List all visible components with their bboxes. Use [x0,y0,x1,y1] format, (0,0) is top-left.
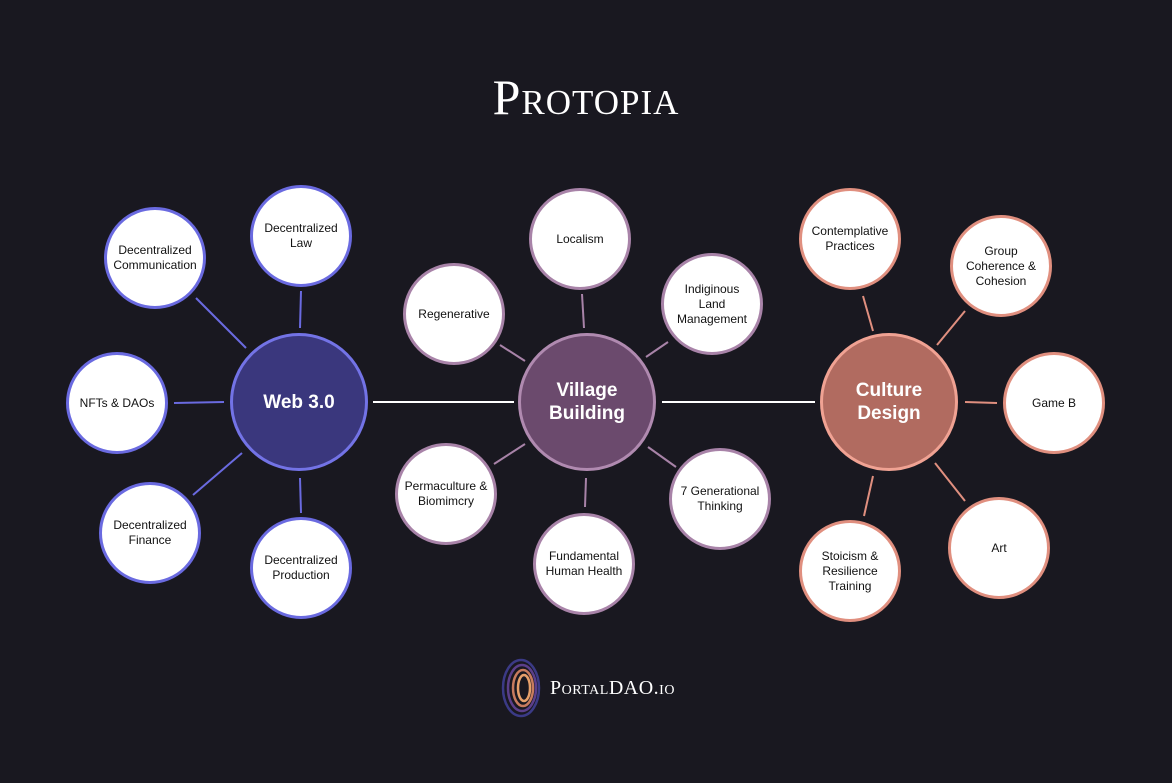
contemplative-practices-label: Contemplative Practices [811,224,889,253]
decentralized-finance-label: Decentralized Finance [113,518,187,547]
web3-hub: Web 3.0 [230,333,368,471]
stoicism-resilience-node: Stoicism & Resilience Training [799,520,901,622]
connector-culture-stoicism [863,475,874,517]
connector-web-nfts [173,401,225,404]
art-node: Art [948,497,1050,599]
connector-culture-coherence [936,310,966,346]
localism-node: Localism [529,188,631,290]
connector-village-health [584,477,587,508]
nfts-daos-label: NFTs & DAOs [79,395,155,410]
group-coherence-node: Group Coherence & Cohesion [950,215,1052,317]
decentralized-law-node: Decentralized Law [250,185,352,287]
decentralized-communication-label: Decentralized Communication [113,243,197,272]
permaculture-biomimicry-label: Permaculture & Biomimcry [404,479,488,508]
connector-village-regenerative [499,344,526,362]
generational-thinking-node: 7 Generational Thinking [669,448,771,550]
connector-village-generational [647,446,677,468]
connector-culture-art [934,462,966,502]
regenerative-node: Regenerative [403,263,505,365]
brand-name: PortalDAO.io [550,676,675,699]
fundamental-human-health-node: Fundamental Human Health [533,513,635,615]
decentralized-production-node: Decentralized Production [250,517,352,619]
culture-design-hub: Culture Design [820,333,958,471]
connector-culture-gameb [964,401,998,404]
connector-web-law [299,290,302,329]
connector-web-communication [195,297,247,349]
connector-web-finance [192,452,243,496]
decentralized-finance-node: Decentralized Finance [99,482,201,584]
web3-hub-label: Web 3.0 [263,391,335,413]
game-b-node: Game B [1003,352,1105,454]
decentralized-production-label: Decentralized Production [264,553,338,582]
localism-label: Localism [556,231,604,246]
connector-culture-contemplative [862,295,874,332]
connector-web-production [299,477,302,514]
footer-brand: PortalDAO.io [500,658,675,718]
fundamental-human-health-label: Fundamental Human Health [545,549,623,578]
connector-village-permaculture [493,443,526,465]
generational-thinking-label: 7 Generational Thinking [680,484,760,513]
decentralized-communication-node: Decentralized Communication [104,207,206,309]
stoicism-resilience-label: Stoicism & Resilience Training [821,548,879,593]
village-building-hub: Village Building [518,333,656,471]
nfts-daos-node: NFTs & DAOs [66,352,168,454]
permaculture-biomimicry-node: Permaculture & Biomimcry [395,443,497,545]
group-coherence-label: Group Coherence & Cohesion [965,243,1037,288]
culture-design-hub-label: Culture Design [855,380,923,424]
village-building-hub-label: Village Building [549,380,625,424]
contemplative-practices-node: Contemplative Practices [799,188,901,290]
regenerative-label: Regenerative [418,306,490,321]
game-b-label: Game B [1031,395,1076,410]
connector-village-localism [581,293,585,329]
portal-logo-icon [501,658,541,718]
decentralized-law-label: Decentralized Law [264,221,338,250]
indigenous-land-management-label: Indiginous Land Management [676,281,748,326]
indigenous-land-management-node: Indiginous Land Management [661,253,763,355]
connector-village-indigenous [645,341,669,358]
page-title: Protopia [492,69,680,125]
art-label: Art [991,540,1007,555]
